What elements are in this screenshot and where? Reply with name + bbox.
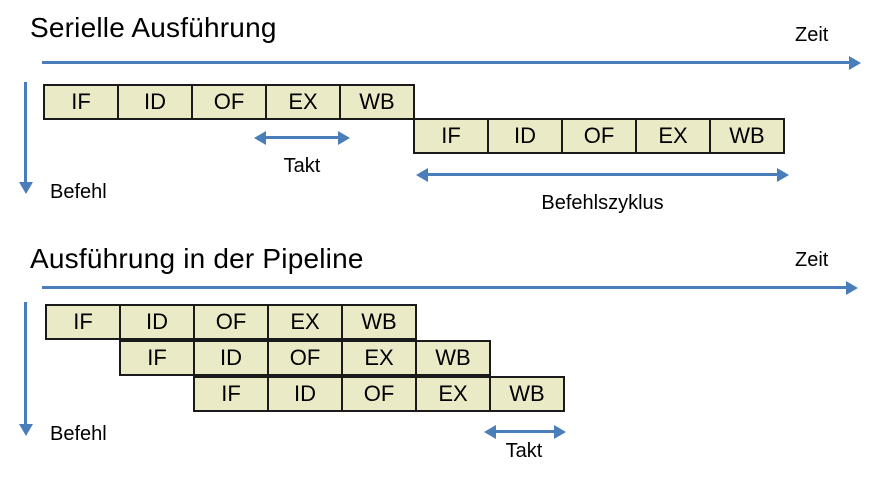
- stage-cell-ex: EX: [415, 376, 491, 412]
- stage-cell-wb: WB: [341, 304, 417, 340]
- serial-execution-title: Serielle Ausführung: [30, 12, 277, 43]
- stage-cell-of: OF: [561, 118, 637, 154]
- time-axis-label: Zeit: [795, 24, 829, 46]
- pipeline-instruction-1-row: IF ID OF EX WB: [45, 304, 417, 340]
- time-axis-arrow: [42, 61, 849, 64]
- instruction-axis-label: Befehl: [50, 423, 107, 445]
- stage-cell-ex: EX: [635, 118, 711, 154]
- stage-cell-wb: WB: [339, 84, 415, 120]
- stage-cell-if: IF: [43, 84, 119, 120]
- stage-cell-id: ID: [487, 118, 563, 154]
- instruction-axis-arrow: [24, 302, 27, 424]
- takt-label: Takt: [283, 155, 321, 177]
- stage-cell-wb: WB: [415, 340, 491, 376]
- time-axis-arrow: [42, 286, 846, 289]
- stage-cell-if: IF: [193, 376, 269, 412]
- stage-cell-of: OF: [191, 84, 267, 120]
- time-axis-label: Zeit: [795, 249, 829, 271]
- stage-cell-id: ID: [119, 304, 195, 340]
- stage-cell-if: IF: [119, 340, 195, 376]
- stage-cell-wb: WB: [709, 118, 785, 154]
- takt-span-arrow: [266, 136, 338, 139]
- stage-cell-if: IF: [45, 304, 121, 340]
- stage-cell-of: OF: [341, 376, 417, 412]
- stage-cell-id: ID: [193, 340, 269, 376]
- instruction-axis-label: Befehl: [50, 181, 107, 203]
- stage-cell-if: IF: [413, 118, 489, 154]
- stage-cell-of: OF: [193, 304, 269, 340]
- stage-cell-wb: WB: [489, 376, 565, 412]
- pipeline-execution-title: Ausführung in der Pipeline: [30, 243, 364, 274]
- instruction-axis-arrow: [24, 82, 27, 182]
- stage-cell-of: OF: [267, 340, 343, 376]
- takt-label: Takt: [505, 440, 543, 462]
- pipeline-instruction-3-row: IF ID OF EX WB: [193, 376, 565, 412]
- stage-cell-id: ID: [267, 376, 343, 412]
- stage-cell-id: ID: [117, 84, 193, 120]
- takt-span-arrow: [496, 430, 554, 433]
- pipeline-instruction-2-row: IF ID OF EX WB: [119, 340, 491, 376]
- serial-instruction-2-row: IF ID OF EX WB: [413, 118, 785, 154]
- stage-cell-ex: EX: [265, 84, 341, 120]
- instruction-cycle-label: Befehlszyklus: [541, 192, 664, 214]
- stage-cell-ex: EX: [267, 304, 343, 340]
- instruction-cycle-span-arrow: [428, 173, 777, 176]
- stage-cell-ex: EX: [341, 340, 417, 376]
- serial-instruction-1-row: IF ID OF EX WB: [43, 84, 415, 120]
